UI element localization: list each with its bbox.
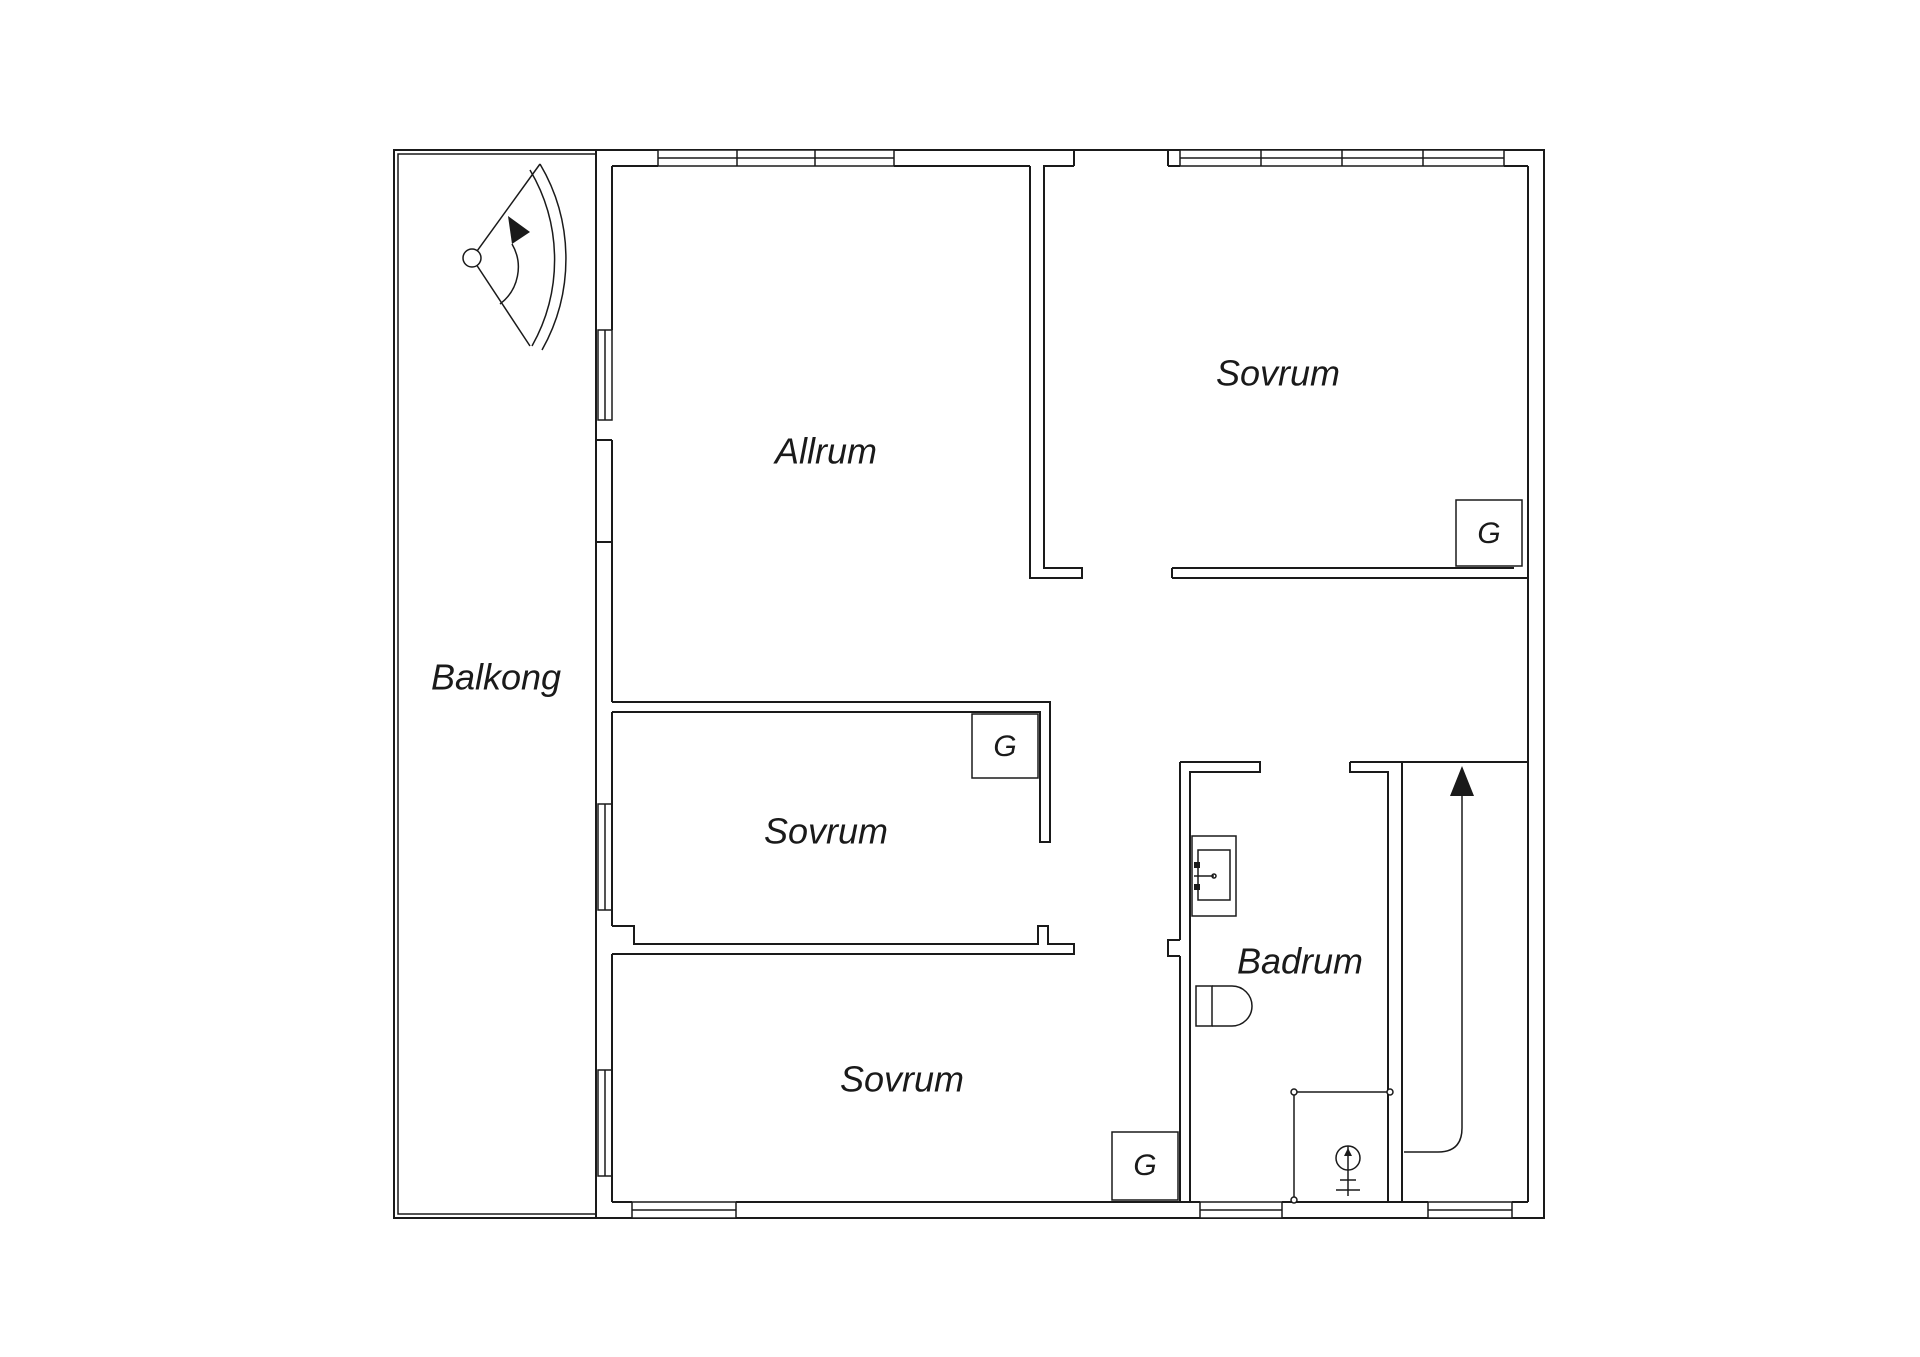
- wall-living-bedroom: [1029, 165, 1083, 579]
- wall-bathroom-left: [1167, 761, 1261, 1202]
- wardrobe-top-right: G: [1455, 499, 1523, 567]
- window-bottom-bath: [1199, 1201, 1283, 1219]
- door-swing-icon: [462, 163, 567, 351]
- wardrobe-mid: G: [971, 713, 1039, 779]
- shower-icon: [1290, 1088, 1394, 1204]
- room-label-balcony: Balkong: [431, 657, 561, 698]
- wardrobe-label: G: [1477, 517, 1500, 550]
- outer-walls: [393, 149, 1545, 1219]
- room-label-bedroom-mid: Sovrum: [764, 811, 888, 852]
- room-label-bathroom: Badrum: [1237, 941, 1363, 982]
- wardrobe-label: G: [1133, 1149, 1156, 1182]
- window-bottom-right: [1427, 1201, 1513, 1219]
- wall-bedroom-mid-bottom: [612, 925, 1075, 955]
- window-top-left: [657, 149, 895, 167]
- window-balcony-middle: [597, 803, 613, 911]
- wardrobe-bottom: G: [1111, 1131, 1179, 1201]
- window-top-right: [1179, 149, 1505, 167]
- bottom-inner-wall: [611, 712, 1528, 1203]
- wall-bathroom-right: [1349, 761, 1403, 1202]
- room-label-bedroom-top: Sovrum: [1216, 353, 1340, 394]
- window-balcony-lower: [597, 1069, 613, 1177]
- room-label-living: Allrum: [773, 431, 877, 472]
- top-inner-wall: [612, 150, 1529, 1202]
- sink-icon: [1191, 835, 1237, 917]
- wall-bedroom-top-bottom: [1171, 567, 1528, 579]
- wall-bedroom-mid-top: [612, 701, 1051, 843]
- window-bottom-left: [631, 1201, 737, 1219]
- window-balcony-upper: [597, 329, 613, 421]
- toilet-icon: [1195, 985, 1253, 1027]
- balcony-wall: [595, 150, 613, 1218]
- up-arrow-icon: [1404, 766, 1474, 1153]
- room-label-bedroom-bottom: Sovrum: [840, 1059, 964, 1100]
- wardrobe-label: G: [993, 730, 1016, 763]
